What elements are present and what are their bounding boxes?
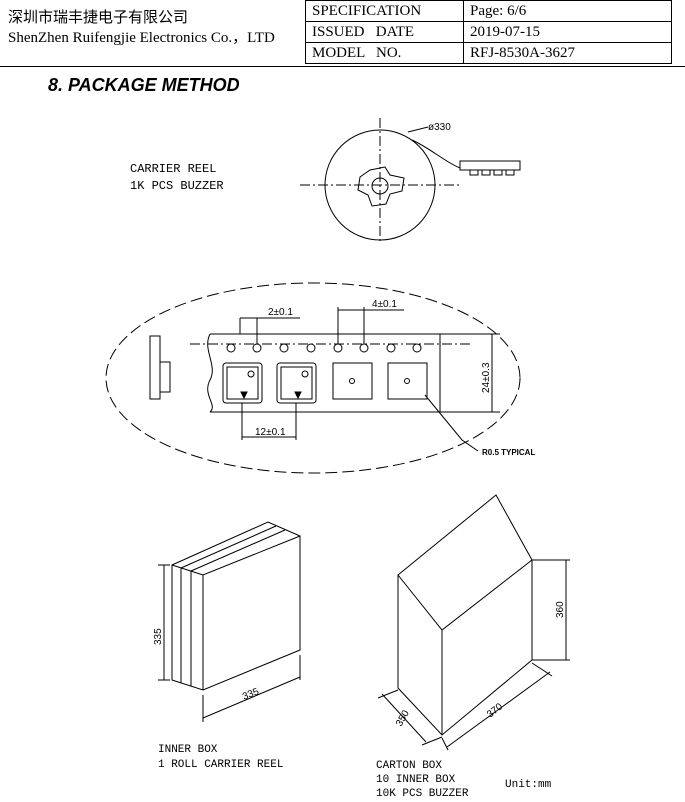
inner-box-dim-width: 335 [241,686,261,703]
spec-value: RFJ-8530A-3627 [463,42,672,64]
spec-table: SPECIFICATION Page: 6/6 ISSUED DATE 2019… [305,0,672,64]
carton-box-label-1: CARTON BOX [376,760,442,772]
reel-label-2: 1K PCS BUZZER [130,179,224,193]
reel-tape-pockets [469,170,515,176]
inner-box-layer [180,525,277,683]
pocket-loaded [222,362,263,404]
spec-row: SPECIFICATION Page: 6/6 [305,0,672,22]
inner-box-label-2: 1 ROLL CARRIER REEL [158,759,283,771]
reel-tape-strip [459,160,521,171]
carton-dim-depth: 350 [394,708,412,728]
reel-tape-lead [411,139,461,169]
carrier-reel-figure: CARRIER REEL 1K PCS BUZZER ø330 [130,118,521,242]
dim-ext [421,736,443,746]
carton-box-figure: 360 350 370 CARTON BOX 10 INNER BOX 10K … [376,494,570,800]
radius-note: R0.5 TYPICAL [482,448,535,457]
pin-mark-icon [294,391,302,400]
dim-ext [377,689,399,699]
tape-break-left [207,333,213,413]
package-drawing: CARRIER REEL 1K PCS BUZZER ø330 [105,118,570,800]
dim-line [202,676,301,719]
company-block: 深圳市瑞丰捷电子有限公司 ShenZhen Ruifengjie Electro… [8,8,275,48]
sprocket-hole [333,343,343,353]
pocket-hole [349,378,355,384]
carton-box-top-edge [397,559,533,631]
polarity-mark-icon [301,370,309,378]
reel-flange-inner [159,361,171,393]
document-header: 深圳市瑞丰捷电子有限公司 ShenZhen Ruifengjie Electro… [0,0,685,67]
dim-pitch-small: 2±0.1 [268,307,293,318]
pocket-loaded [276,362,317,404]
detail-ellipse [105,282,521,474]
polarity-mark-icon [247,370,255,378]
dim-pitch-hole: 4±0.1 [372,299,397,310]
sprocket-hole [306,343,316,353]
dim-tape-width: 24±0.3 [481,362,492,393]
spec-key: SPECIFICATION [305,0,464,22]
company-name-cn: 深圳市瑞丰捷电子有限公司 [8,10,189,26]
sprocket-holes [226,343,422,353]
pocket-hole [404,378,410,384]
dim-ext [531,662,553,677]
inner-box-figure: 335 335 INNER BOX 1 ROLL CARRIER REEL [153,521,301,771]
pocket-component [226,366,259,400]
sprocket-hole [279,343,289,353]
sprocket-hole [359,343,369,353]
carton-box-label-2: 10 INNER BOX [376,774,456,786]
reel-flange [149,335,161,400]
sprocket-hole [412,343,422,353]
spec-key: MODEL NO. [305,42,464,64]
sprocket-hole [226,343,236,353]
spec-value: 2019-07-15 [463,21,672,43]
reel-diameter: ø330 [428,122,451,133]
company-name-en: ShenZhen Ruifengjie Electronics Co.，LTD [8,30,275,46]
spec-row: ISSUED DATE 2019-07-15 [305,21,672,43]
carton-dim-height: 360 [555,601,566,618]
spec-row: MODEL NO. RFJ-8530A-3627 [305,42,672,64]
reel-label-1: CARRIER REEL [130,162,216,176]
inner-box-label-1: INNER BOX [158,744,218,756]
pocket-empty [387,362,428,400]
sprocket-hole [252,343,262,353]
dim-line [381,693,427,743]
carton-box-label-3: 10K PCS BUZZER [376,788,469,800]
reel-diameter-leader [407,126,429,133]
reel-hub-hole [371,177,389,195]
reel-hub [357,166,405,207]
inner-box-layer [190,529,286,686]
dim-ext [441,737,449,751]
section-title: 8. PACKAGE METHOD [48,75,240,95]
sprocket-hole [386,343,396,353]
carrier-tape-figure: 2±0.1 4±0.1 12±0.1 24±0.3 R0.5 TYPICAL [105,282,535,474]
carton-box-outline [397,494,533,736]
inner-box-top-edge [171,535,301,576]
dim-line [446,671,551,748]
spec-value: Page: 6/6 [463,0,672,22]
spec-key: ISSUED DATE [305,21,464,43]
inner-box-dim-height: 335 [153,628,164,645]
pocket-component [280,366,313,400]
pocket-empty [332,362,373,400]
dim-pitch-pocket: 12±0.1 [255,427,286,438]
inner-box-outline [171,521,301,691]
pin-mark-icon [240,391,248,400]
unit-note: Unit:mm [505,779,552,791]
radius-leader [424,394,479,452]
